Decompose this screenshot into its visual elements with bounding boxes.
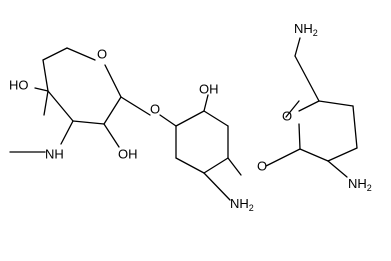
right-ring (285, 100, 358, 162)
atom-ho-top-left: HO (9, 77, 29, 92)
atom-nh2-top: NH2 (294, 21, 318, 38)
atom-nh2-right: NH2 (348, 176, 372, 193)
left-ring (42, 47, 122, 125)
atom-nh-methyl: NH (45, 146, 64, 161)
center-ring (175, 110, 229, 174)
right-ring-substituents (265, 37, 348, 178)
left-ring-substituents (9, 87, 151, 153)
atom-o-glycosidic-left: O (150, 101, 160, 116)
atom-oh-center: OH (199, 81, 219, 96)
atom-oh-left-ring: OH (118, 146, 138, 161)
atom-o-left-ring: O (97, 46, 107, 61)
atom-nh2-center: NH2 (230, 196, 254, 213)
atom-o-glycosidic-right: O (257, 158, 267, 173)
center-ring-substituents (159, 94, 242, 201)
atom-o-right-ring: O (282, 108, 292, 123)
